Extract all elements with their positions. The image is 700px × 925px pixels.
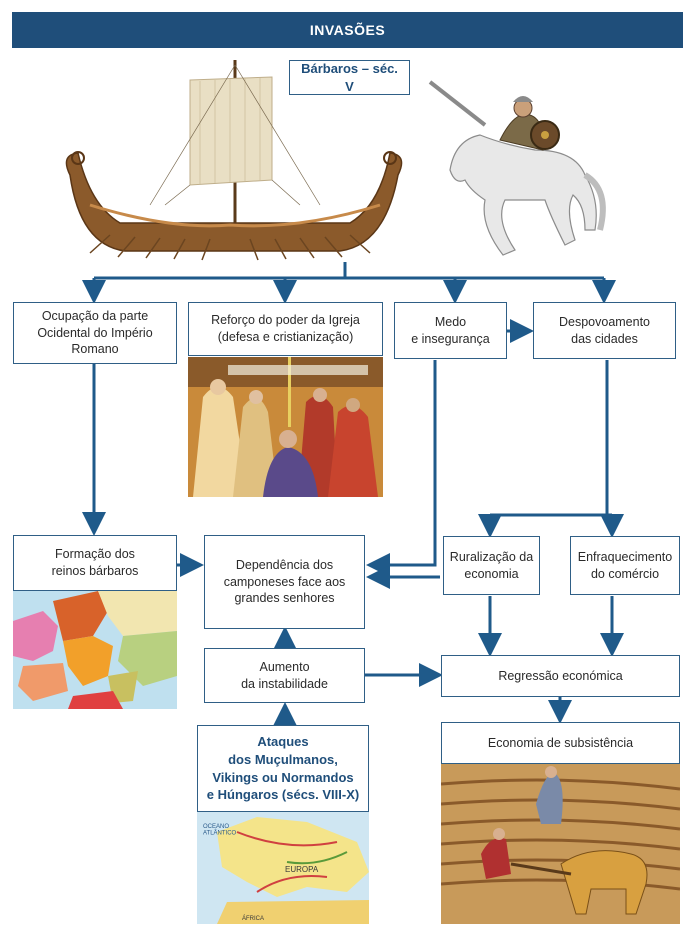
barbarians-source-box: Bárbaros – séc. V <box>289 60 410 95</box>
barbarian-kingdoms-map <box>13 591 177 709</box>
coronation-painting <box>188 357 383 497</box>
economic-regression-box: Regressão económica <box>441 655 680 697</box>
ploughing-scene <box>441 764 680 924</box>
barbarian-horseman-illustration <box>425 80 615 265</box>
map-label-europe: EUROPA <box>285 865 319 874</box>
page-title: INVASÕES <box>12 12 683 48</box>
western-roman-empire-occupation-box: Ocupação da parte Ocidental do Império R… <box>13 302 177 364</box>
church-power-reinforcement-box: Reforço do poder da Igreja (defesa e cri… <box>188 302 383 356</box>
trade-weakening-box: Enfraquecimento do comércio <box>570 536 680 595</box>
viking-longship-illustration <box>50 55 410 265</box>
invasions-attacks-box: Ataques dos Muçulmanos, Vikings ou Norma… <box>197 725 369 812</box>
subsistence-economy-box: Economia de subsistência <box>441 722 680 764</box>
fear-insecurity-box: Medo e insegurança <box>394 302 507 359</box>
peasant-dependence-box: Dependência dos camponeses face aos gran… <box>204 535 365 629</box>
map-label-africa: ÁFRICA <box>242 915 264 922</box>
economy-ruralization-box: Ruralização da economia <box>443 536 540 595</box>
city-depopulation-box: Despovoamento das cidades <box>533 302 676 359</box>
barbarian-kingdoms-formation-box: Formação dos reinos bárbaros <box>13 535 177 591</box>
instability-increase-box: Aumento da instabilidade <box>204 648 365 703</box>
